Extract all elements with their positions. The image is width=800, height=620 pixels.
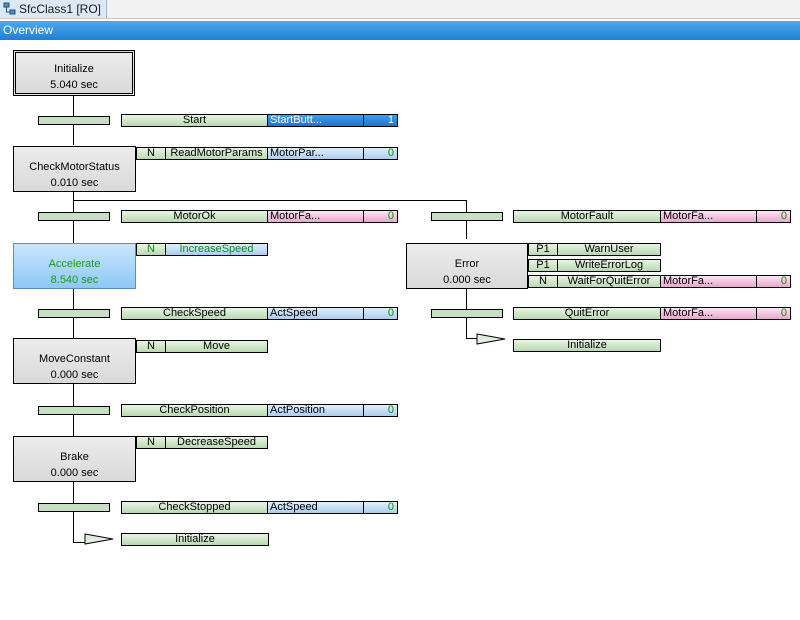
action-qualifier: P1	[528, 259, 558, 272]
step-brake[interactable]: Brake 0.000 sec	[13, 436, 136, 482]
step-time: 0.000 sec	[50, 467, 99, 479]
transition-var-motor-fault[interactable]: MotorFa...	[660, 210, 757, 223]
transition-value-start: 1	[363, 114, 398, 127]
transition-var-check-position[interactable]: ActPosition	[267, 404, 364, 417]
overview-header: Overview	[0, 21, 800, 40]
step-check-motor-status[interactable]: CheckMotorStatus 0.010 sec	[13, 146, 136, 192]
step-initialize[interactable]: Initialize 5.040 sec	[13, 50, 135, 96]
step-name: Brake	[60, 451, 89, 463]
jump-target-initialize[interactable]: Initialize	[513, 339, 661, 352]
action-value-wait-for-quit-error: 0	[756, 275, 791, 288]
action-qualifier: P1	[528, 243, 558, 256]
action-warn-user[interactable]: WarnUser	[557, 243, 661, 256]
step-name: Error	[454, 258, 480, 270]
transition-name-quit-error[interactable]: QuitError	[513, 307, 661, 320]
document-tab-bar: SfcClass1 [RO]	[0, 0, 800, 19]
transition-bar-check-position[interactable]	[38, 406, 110, 415]
transition-bar-quit-error[interactable]	[431, 309, 503, 318]
connector-line	[73, 482, 74, 542]
transition-var-start[interactable]: StartButt...	[267, 114, 364, 127]
transition-value-motor-ok: 0	[363, 210, 398, 223]
step-name: CheckMotorStatus	[29, 161, 120, 173]
action-increase-speed[interactable]: IncreaseSpeed	[165, 243, 268, 256]
transition-value-check-stopped: 0	[363, 501, 398, 514]
action-decrease-speed[interactable]: DecreaseSpeed	[165, 436, 268, 449]
transition-name-motor-fault[interactable]: MotorFault	[513, 210, 661, 223]
transition-value-check-speed: 0	[363, 307, 398, 320]
connector-line	[466, 200, 467, 212]
action-move[interactable]: Move	[165, 340, 268, 353]
sfc-chart-canvas: Initialize 5.040 sec CheckMotorStatus 0.…	[0, 40, 800, 620]
transition-bar-start[interactable]	[38, 116, 110, 125]
action-read-motor-params[interactable]: ReadMotorParams	[165, 147, 268, 160]
overview-title: Overview	[3, 23, 54, 37]
step-error[interactable]: Error 0.000 sec	[406, 243, 528, 289]
action-qualifier: N	[136, 147, 166, 160]
transition-value-quit-error: 0	[756, 307, 791, 320]
action-qualifier: N	[136, 340, 166, 353]
step-name: MoveConstant	[39, 353, 110, 365]
transition-bar-check-speed[interactable]	[38, 309, 110, 318]
tab-sfcclass1[interactable]: SfcClass1 [RO]	[0, 0, 107, 18]
step-time: 0.010 sec	[50, 177, 99, 189]
step-accelerate[interactable]: Accelerate 8.540 sec	[13, 243, 136, 289]
connector-line	[466, 338, 478, 339]
step-name: Initialize	[54, 63, 94, 75]
jump-arrow-icon	[84, 533, 114, 545]
jump-arrow-icon	[476, 333, 506, 345]
step-name: Accelerate	[48, 258, 101, 270]
connector-line	[466, 217, 467, 239]
transition-var-motor-ok[interactable]: MotorFa...	[267, 210, 364, 223]
transition-value-motor-fault: 0	[756, 210, 791, 223]
step-move-constant[interactable]: MoveConstant 0.000 sec	[13, 338, 136, 384]
action-wait-for-quit-error[interactable]: WaitForQuitError	[557, 275, 661, 288]
jump-target-initialize[interactable]: Initialize	[121, 533, 269, 546]
transition-name-check-stopped[interactable]: CheckStopped	[121, 501, 268, 514]
transition-name-check-speed[interactable]: CheckSpeed	[121, 307, 268, 320]
action-value-read-motor-params: 0	[363, 147, 398, 160]
transition-name-motor-ok[interactable]: MotorOk	[121, 210, 268, 223]
transition-var-check-speed[interactable]: ActSpeed	[267, 307, 364, 320]
transition-var-check-stopped[interactable]: ActSpeed	[267, 501, 364, 514]
action-qualifier: N	[136, 243, 166, 256]
action-qualifier: N	[528, 275, 558, 288]
step-time: 8.540 sec	[50, 274, 99, 286]
transition-var-quit-error[interactable]: MotorFa...	[660, 307, 757, 320]
step-time: 0.000 sec	[50, 369, 99, 381]
action-var-wait-for-quit-error[interactable]: MotorFa...	[660, 275, 757, 288]
action-var-read-motor-params[interactable]: MotorPar...	[267, 147, 364, 160]
transition-name-check-position[interactable]: CheckPosition	[121, 404, 268, 417]
transition-bar-motor-fault[interactable]	[431, 212, 503, 221]
step-time: 0.000 sec	[443, 274, 491, 286]
action-write-error-log[interactable]: WriteErrorLog	[557, 259, 661, 272]
transition-bar-motor-ok[interactable]	[38, 212, 110, 221]
transition-value-check-position: 0	[363, 404, 398, 417]
tab-label: SfcClass1 [RO]	[19, 2, 102, 16]
transition-bar-check-stopped[interactable]	[38, 503, 110, 512]
transition-name-start[interactable]: Start	[121, 114, 268, 127]
sfc-chart-icon	[3, 2, 16, 15]
connector-line	[73, 542, 85, 543]
branch-line	[73, 200, 467, 201]
step-time: 5.040 sec	[50, 79, 98, 91]
action-qualifier: N	[136, 436, 166, 449]
